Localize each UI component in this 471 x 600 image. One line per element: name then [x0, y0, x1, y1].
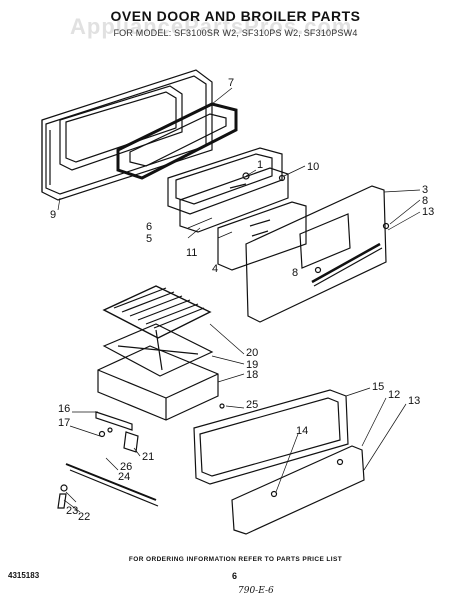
- callout-11: 11: [186, 247, 197, 259]
- callout-15: 15: [372, 381, 384, 393]
- document-number: 4315183: [8, 571, 40, 580]
- drawer-front-outer: [231, 445, 365, 535]
- callout-10: 10: [307, 161, 319, 173]
- drawer-rail: [57, 463, 159, 509]
- handwritten-note: 790-E-6: [238, 586, 274, 596]
- callout-labels: 7 1 10 3 8 13 4 6 5 11 9 8 20 19 18 25 1…: [50, 77, 434, 523]
- leader-lines: [57, 87, 421, 513]
- callout-1: 1: [257, 159, 263, 171]
- callout-13b: 13: [408, 395, 420, 407]
- callout-21: 21: [142, 451, 154, 463]
- callout-8: 8: [422, 195, 428, 207]
- callout-17: 17: [58, 417, 70, 429]
- window-frame: [167, 147, 283, 215]
- inner-glass: [179, 167, 289, 233]
- callout-22: 22: [78, 511, 90, 523]
- callout-9: 9: [50, 209, 56, 221]
- callout-5: 5: [146, 233, 152, 245]
- fasteners: [219, 172, 390, 409]
- drawer-hardware: [95, 411, 139, 453]
- callout-24: 24: [118, 471, 130, 483]
- outer-glass: [217, 201, 307, 271]
- callout-26: 26: [120, 461, 132, 473]
- broiler-grid: [102, 285, 212, 339]
- model-subtitle: FOR MODEL: SF3100SR W2, SF310PS W2, SF31…: [113, 28, 358, 38]
- callout-4: 4: [212, 263, 218, 275]
- outer-door: [245, 185, 387, 323]
- callout-23: 23: [66, 505, 78, 517]
- callout-20: 20: [246, 347, 258, 359]
- broiler-pan: [102, 323, 214, 377]
- callout-19: 19: [246, 359, 258, 371]
- inner-door-panel: [41, 69, 213, 201]
- callout-7: 7: [228, 77, 234, 89]
- drawer-front: [193, 389, 349, 485]
- callout-8b: 8: [292, 267, 298, 279]
- callout-14: 14: [296, 425, 308, 437]
- callout-16: 16: [58, 403, 70, 415]
- callout-6: 6: [146, 221, 152, 233]
- callout-13: 13: [422, 206, 434, 218]
- watermark: AppliancePartsPros.com: [70, 14, 353, 39]
- callout-25: 25: [246, 399, 258, 411]
- page-number: 6: [232, 571, 238, 581]
- broiler-drawer: [97, 345, 219, 421]
- callout-12: 12: [388, 389, 400, 401]
- ordering-note: FOR ORDERING INFORMATION REFER TO PARTS …: [128, 556, 343, 563]
- callout-3: 3: [422, 184, 428, 196]
- page-title: OVEN DOOR AND BROILER PARTS: [110, 8, 361, 24]
- door-gasket: [116, 102, 238, 180]
- callout-18: 18: [246, 369, 258, 381]
